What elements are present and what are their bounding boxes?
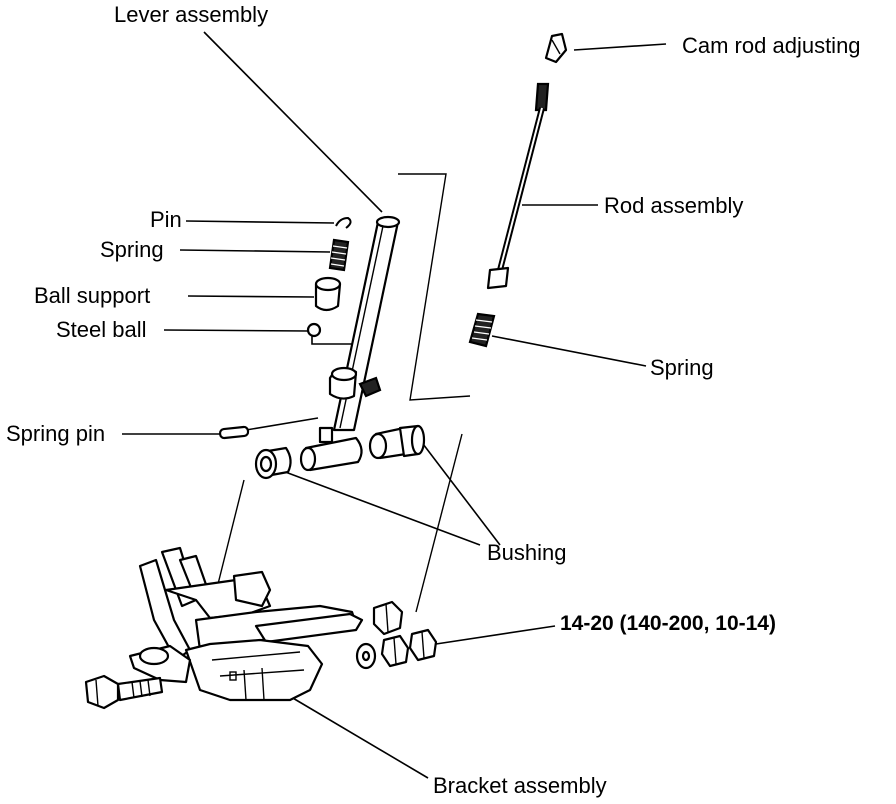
pin-part — [335, 216, 352, 229]
label-spring-pin: Spring pin — [6, 421, 105, 446]
nut-middle-part — [380, 634, 410, 668]
right-spring-part — [468, 312, 496, 348]
bushing-right-part — [368, 424, 426, 460]
rod-assembly-part — [486, 82, 550, 290]
label-bracket-assembly: Bracket assembly — [433, 773, 607, 798]
label-ball-support: Ball support — [34, 283, 150, 308]
label-torque-spec: 14-20 (140-200, 10-14) — [560, 612, 776, 635]
steel-ball-part — [306, 322, 322, 338]
ball-support-part — [314, 276, 342, 312]
label-lever-assembly: Lever assembly — [114, 2, 268, 27]
label-pin: Pin — [150, 207, 182, 232]
bushing-left-part — [254, 446, 292, 480]
bracket-outline-right — [415, 433, 463, 613]
label-spring-upper: Spring — [100, 237, 164, 262]
nut-right-part — [408, 628, 438, 662]
bracket-assembly-part — [128, 546, 364, 702]
washer-part — [355, 642, 377, 670]
label-cam-rod-adjusting: Cam rod adjusting — [682, 33, 861, 58]
label-steel-ball: Steel ball — [56, 317, 147, 342]
lever-assembly-part — [299, 173, 471, 472]
label-spring-right: Spring — [650, 355, 714, 380]
leader-lines — [122, 31, 667, 779]
nut-upper-part — [372, 600, 404, 636]
bolt-part — [84, 674, 164, 710]
label-rod-assembly: Rod assembly — [604, 193, 743, 218]
cam-rod-adjusting-part — [544, 32, 568, 64]
upper-spring-part — [328, 238, 350, 272]
spring-pin-part — [218, 425, 250, 440]
